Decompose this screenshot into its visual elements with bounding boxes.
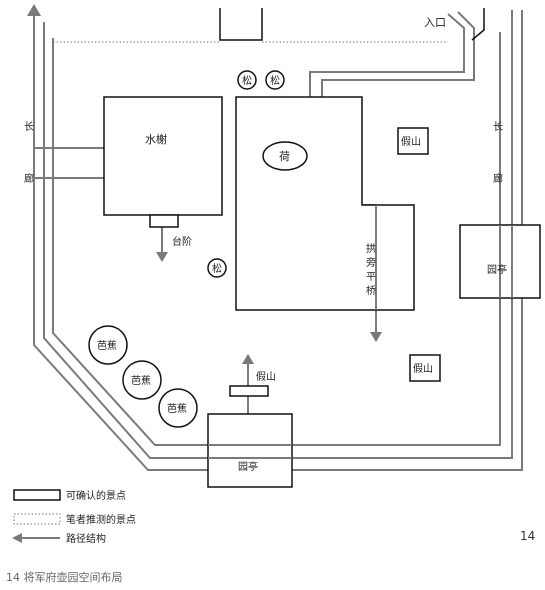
pine-circle-3 — [207, 258, 227, 278]
rockery-label-bottom: 假山 — [256, 370, 276, 383]
bridge-char-4: 桥 — [366, 285, 376, 297]
page-number: 14 — [520, 529, 535, 543]
rockery-label-top: 假山 — [401, 135, 421, 148]
inner-path-left — [43, 10, 513, 459]
banana-label-1: 芭蕉 — [97, 339, 117, 352]
terrace-step — [149, 214, 179, 228]
path-overlays — [208, 205, 513, 459]
arrow-down-terrace — [156, 252, 168, 262]
banana-circle-3 — [158, 388, 198, 428]
entrance-wall — [471, 8, 485, 41]
arrow-down-bridge — [370, 332, 382, 342]
figure-caption: 14 将军府壶园空间布局 — [6, 570, 123, 584]
bridge-char-3: 平 — [366, 272, 376, 283]
water-pavilion — [103, 96, 223, 216]
pine-circle-1 — [237, 70, 257, 90]
top-wall — [219, 8, 485, 41]
path-structure — [33, 10, 523, 471]
pine-label-1: 松 — [242, 74, 252, 87]
legend-confirmed-swatch — [13, 489, 61, 501]
legend-inferred-label: 笔者推测的景点 — [66, 513, 136, 526]
labels: 入口 松 松 松 水榭 荷 假山 假山 假山 台阶 拱 旁 平 桥 长 廊 长 … — [24, 16, 507, 473]
legend-inferred-swatch — [13, 513, 61, 525]
rockery-right-top — [397, 127, 429, 155]
bridge-char-2: 旁 — [366, 256, 376, 269]
lotus-ellipse — [262, 141, 308, 171]
pavilion-bottom — [207, 413, 293, 488]
pavilion-bottom-label: 园亭 — [238, 460, 258, 473]
arrow-up-rockery — [242, 354, 254, 364]
lotus-label: 荷 — [279, 150, 290, 163]
pine-label-3: 松 — [212, 262, 222, 275]
arrow-up-left — [27, 4, 41, 16]
arrowheads — [27, 4, 382, 364]
rockery-label-right: 假山 — [413, 362, 433, 375]
legend: 可确认的景点 笔者推测的景点 路径结构 — [12, 489, 136, 545]
banana-circle-2 — [122, 360, 162, 400]
banana-circle-1 — [88, 325, 128, 365]
lotus-pond — [235, 96, 415, 311]
top-wall-outline — [219, 8, 263, 41]
corridor-left-char-2: 廊 — [24, 172, 34, 185]
legend-path-arrow — [12, 533, 22, 543]
pine-label-2: 松 — [270, 74, 280, 87]
rockery-bottom-bar — [229, 385, 269, 397]
banana-label-3: 芭蕉 — [167, 402, 187, 415]
legend-confirmed-label: 可确认的景点 — [66, 489, 126, 502]
terrace-label: 台阶 — [172, 235, 192, 248]
bridge-char-1: 拱 — [366, 242, 376, 255]
pavilion-right-label: 园亭 — [487, 263, 507, 276]
rockery-right-bottom — [409, 354, 441, 382]
entrance-label: 入口 — [424, 16, 446, 29]
outer-path-left — [33, 10, 523, 471]
pine-circle-2 — [265, 70, 285, 90]
corridor-right-char-2: 廊 — [493, 172, 503, 185]
water-pavilion-label: 水榭 — [145, 132, 167, 146]
banana-label-2: 芭蕉 — [131, 374, 151, 387]
corridor-right-char-1: 长 — [493, 121, 503, 133]
confirmed-spots — [88, 70, 541, 488]
corridor-left-char-1: 长 — [24, 121, 34, 133]
legend-path-label: 路径结构 — [66, 532, 106, 545]
inner-corridor-a — [52, 32, 501, 446]
